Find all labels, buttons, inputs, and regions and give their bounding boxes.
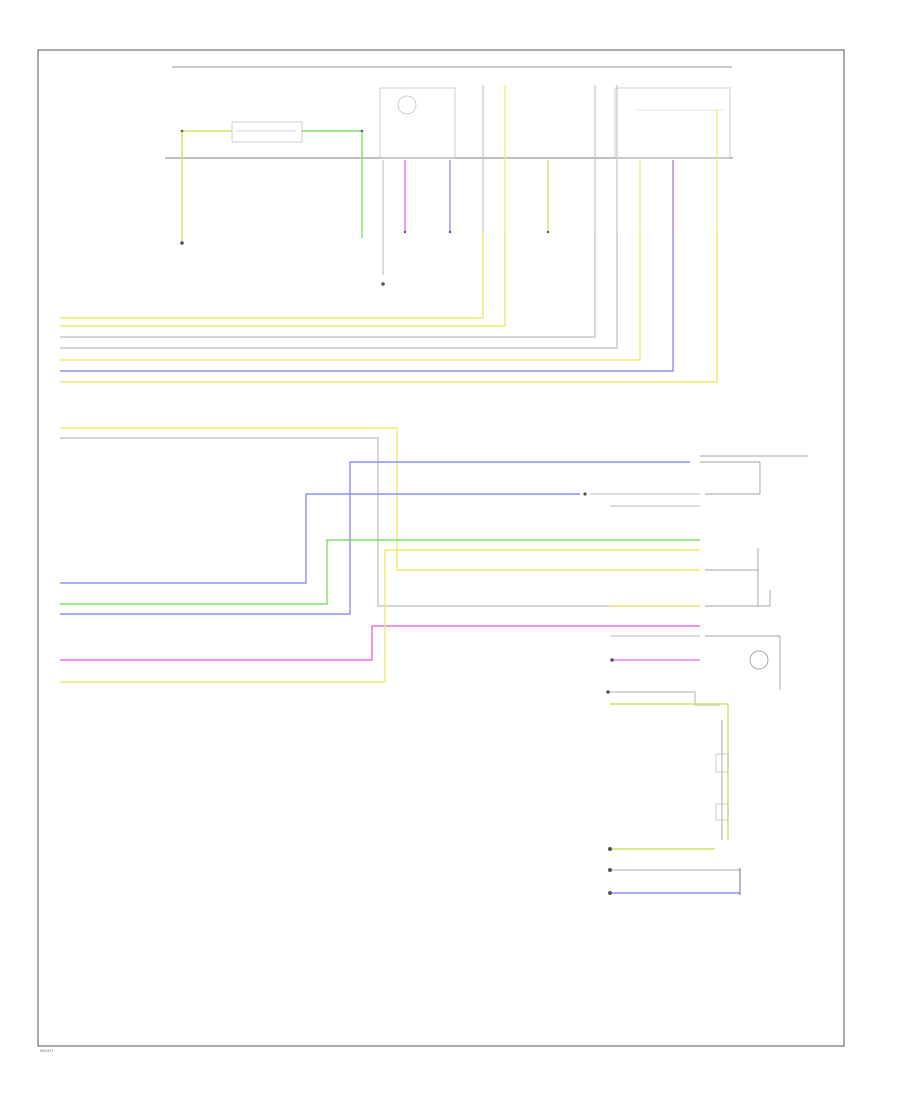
right-motor-symbol (749, 650, 769, 670)
upper-left-switch (231, 121, 303, 143)
upper-harness (60, 232, 718, 383)
diagram-frame (37, 49, 845, 1047)
upper-connector-pins (382, 85, 718, 275)
ground-point-left (180, 241, 184, 245)
sensor-component-a (715, 753, 729, 773)
sensor-component-b (715, 803, 729, 821)
relay-box (379, 87, 456, 159)
ground-point-mid (381, 282, 385, 286)
lower-sensor-wires (610, 691, 740, 894)
lower-harness (60, 427, 700, 683)
right-component-lines (700, 455, 808, 690)
relay-coil (397, 95, 417, 115)
footer-code: W00417 (40, 1049, 53, 1053)
upper-right-box (614, 87, 731, 159)
wire-endpoints (180, 129, 614, 895)
wire-left-yellow-green (181, 130, 232, 245)
wire-left-green (302, 130, 363, 238)
